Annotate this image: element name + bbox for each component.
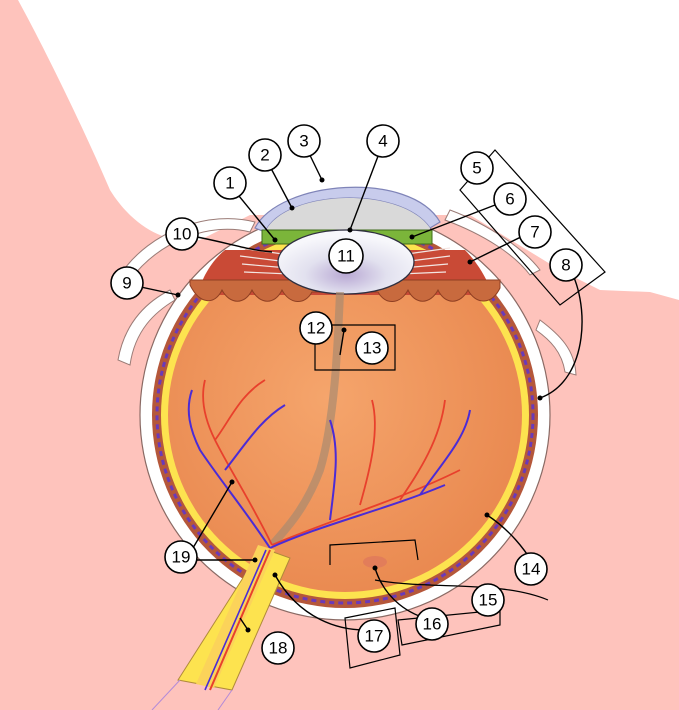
label-18: 18 <box>262 632 294 664</box>
svg-text:5: 5 <box>472 159 481 178</box>
svg-text:6: 6 <box>505 190 514 209</box>
svg-text:4: 4 <box>378 132 387 151</box>
svg-text:12: 12 <box>307 319 326 338</box>
svg-text:15: 15 <box>479 591 498 610</box>
label-16: 16 <box>416 608 448 640</box>
svg-text:16: 16 <box>423 615 442 634</box>
svg-text:10: 10 <box>173 225 192 244</box>
svg-text:14: 14 <box>522 560 541 579</box>
label-9: 9 <box>111 267 143 299</box>
svg-text:18: 18 <box>269 639 288 658</box>
label-1: 1 <box>214 167 246 199</box>
label-6: 6 <box>494 183 526 215</box>
svg-text:11: 11 <box>337 247 355 266</box>
label-15: 15 <box>472 584 504 616</box>
label-7: 7 <box>519 216 551 248</box>
label-17: 17 <box>358 620 390 652</box>
label-10: 10 <box>166 218 198 250</box>
svg-text:13: 13 <box>363 339 382 358</box>
label-12: 12 <box>300 312 332 344</box>
svg-text:8: 8 <box>561 256 570 275</box>
label-11: 11 <box>329 239 363 273</box>
svg-text:19: 19 <box>172 548 191 567</box>
label-2: 2 <box>249 139 281 171</box>
svg-text:17: 17 <box>365 627 384 646</box>
label-13: 13 <box>356 332 388 364</box>
svg-text:7: 7 <box>530 223 539 242</box>
label-4: 4 <box>367 125 399 157</box>
label-19: 19 <box>165 541 197 573</box>
label-3: 3 <box>288 125 320 157</box>
svg-text:1: 1 <box>225 174 234 193</box>
label-14: 14 <box>515 553 547 585</box>
label-5: 5 <box>461 152 493 184</box>
svg-text:3: 3 <box>299 132 308 151</box>
svg-text:9: 9 <box>122 274 131 293</box>
svg-text:2: 2 <box>260 146 269 165</box>
label-8: 8 <box>550 249 582 281</box>
